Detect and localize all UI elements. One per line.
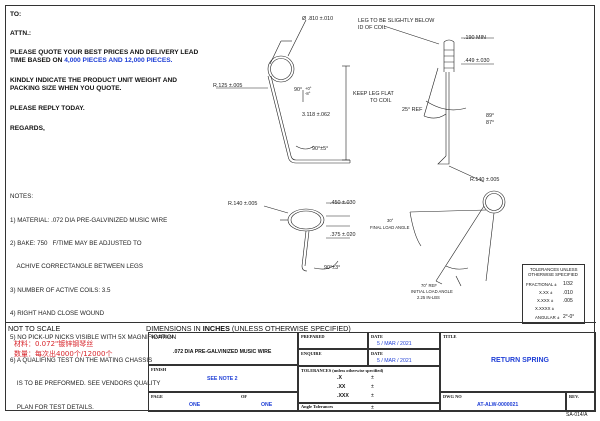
notes-list: 1) MATERIAL: .072 DIA PRE-GALVINIZED MUS… bbox=[10, 201, 176, 421]
bottom-leg bbox=[301, 230, 307, 267]
page-cell: PAGE OF ONE ONE bbox=[148, 392, 298, 412]
note-item: 6) A QUALIFING TEST ON THE MATING CHASSI… bbox=[10, 356, 153, 364]
note-item: 4) RIGHT HAND CLOSE WOUND bbox=[10, 310, 105, 318]
note-item: 5) NO PICK-UP NICKS VISIBLE WITH 5X MAGN… bbox=[10, 333, 177, 341]
drawing-number: AT-ALW-0000021 bbox=[477, 402, 519, 408]
dim-initial-load-2: 2.25 IN-LBS bbox=[417, 295, 440, 300]
material-cell: MATERIAL .072 DIA PRE-GALVINIZED MUSIC W… bbox=[148, 332, 298, 365]
to-label: TO: bbox=[10, 11, 22, 18]
coil-circle-inner bbox=[270, 58, 292, 80]
note-item: PLAN FOR TEST DETAILS. bbox=[10, 403, 94, 411]
long-leg-outer bbox=[267, 75, 289, 157]
coil-leg-upper bbox=[269, 40, 282, 65]
dim-angle-90: 90° bbox=[294, 87, 303, 93]
drawing-sheet: TO: ATTN.: PLEASE QUOTE YOUR BEST PRICES… bbox=[5, 5, 596, 412]
side-leg-short bbox=[423, 67, 439, 117]
dim-70-ref: 70° REF bbox=[421, 283, 437, 288]
dim-90-3: 90°±3° bbox=[324, 265, 341, 271]
note-item: 3) NUMBER OF ACTIVE COILS: 3.5 bbox=[10, 286, 111, 294]
dim-375: .375 ±.020 bbox=[330, 232, 356, 238]
dim-keep-leg-1: KEEP LEG FLAT bbox=[353, 91, 394, 97]
form-number: SA-014/A bbox=[566, 412, 588, 418]
dim-3118: 3.118 ±.062 bbox=[302, 112, 331, 118]
quote-line-1: PLEASE QUOTE YOUR BEST PRICES AND DELIVE… bbox=[10, 49, 199, 56]
dim-25-ref: 25° REF bbox=[402, 107, 423, 113]
dimensions-note: DIMENSIONS IN INCHES (UNLESS OTHERWISE S… bbox=[146, 324, 351, 333]
prepared-cell: PREPARED bbox=[298, 332, 368, 349]
page-total: ONE bbox=[261, 402, 273, 408]
dim-coil-diameter: Ø .810 ±.010 bbox=[302, 16, 334, 22]
regards-line: REGARDS, bbox=[10, 125, 45, 132]
dim-190-min: .190 MIN bbox=[464, 35, 486, 41]
cn-quantity-note: 数量：每次出4000个/12000个 bbox=[14, 350, 113, 358]
load-leg-final bbox=[409, 209, 487, 213]
leg-bend bbox=[287, 155, 350, 164]
enquire-date-cell: DATE 5 / MAR / 2021 bbox=[368, 349, 440, 366]
long-leg-inner bbox=[270, 75, 292, 157]
dim-leg-note-2: ID OF COIL bbox=[358, 25, 387, 31]
title-cell: TITLE RETURN SPRING bbox=[440, 332, 596, 392]
dim-r125: R.125 ±.005 bbox=[213, 83, 243, 89]
note-item: 2) BAKE: 750 F/TIME MAY BE ADJUSTED TO bbox=[10, 239, 142, 247]
tolerance-box: TOLERANCES UNLESS OTHERWISE SPECIFIED FR… bbox=[522, 264, 585, 324]
note-item: 1) MATERIAL: .072 DIA PRE-GALVINIZED MUS… bbox=[10, 216, 168, 224]
note-item: ACHIVE CORRECTANGLE BETWEEN LEGS bbox=[10, 263, 143, 271]
dim-keep-leg-2: TO COIL bbox=[370, 98, 392, 104]
rev-cell: REV. bbox=[566, 392, 596, 412]
dim-leg-note-1: LEG TO BE SLIGHTLY BELOW bbox=[358, 18, 435, 24]
load-coil-outer bbox=[482, 190, 506, 214]
dim-450: .450 ±.030 bbox=[330, 200, 356, 206]
coil-ellipse bbox=[287, 208, 325, 232]
dim-angle-90-tol: +0° -8° bbox=[305, 86, 312, 96]
quote-line-2: TIME BASED ON 4,000 PIECES AND 12,000 PI… bbox=[10, 57, 173, 64]
dim-89: 89° bbox=[486, 113, 495, 119]
page-number: ONE bbox=[189, 402, 201, 408]
prepared-date: 5 / MAR / 2021 bbox=[377, 341, 412, 347]
footer-divider bbox=[6, 322, 596, 323]
load-coil-inner bbox=[485, 193, 503, 211]
dim-r140-a: R.140 ±.005 bbox=[470, 177, 500, 183]
weight-line-1: KINDLY INDICATE THE PRODUCT UNIT WEIGHT … bbox=[10, 77, 178, 84]
tolerances-cell: TOLERANCES (unless otherwise specified) … bbox=[298, 366, 440, 403]
enquire-cell: ENQUIRE bbox=[298, 349, 368, 366]
cn-material-note: 材料：0.072"镀锌钢琴丝 bbox=[14, 340, 94, 348]
reply-line: PLEASE REPLY TODAY. bbox=[10, 105, 85, 112]
dim-90-5: 90°±5° bbox=[312, 146, 329, 152]
drawing-title: RETURN SPRING bbox=[491, 357, 549, 364]
notes-title: NOTES: bbox=[10, 193, 34, 200]
quantity-highlight: 4,000 PIECES AND 12,000 PIECES. bbox=[64, 57, 173, 64]
weight-line-2: PACKING SIZE WHEN YOU QUOTE. bbox=[10, 85, 122, 92]
enquire-date: 5 / MAR / 2021 bbox=[377, 358, 412, 364]
dim-30: 30° bbox=[387, 218, 394, 223]
spring-drawing bbox=[216, 19, 506, 287]
load-leg-initial bbox=[435, 205, 485, 282]
note-item: IS TO BE PREFORMED. SEE VENDORS QUALITY bbox=[10, 380, 161, 388]
dwg-no-cell: DWG NO AT-ALW-0000021 bbox=[440, 392, 566, 412]
angle-tolerance-cell: Angle Tolerances ± bbox=[298, 403, 440, 412]
coil-circle-outer bbox=[267, 55, 295, 83]
prepared-date-cell: DATE 5 / MAR / 2021 bbox=[368, 332, 440, 349]
dim-r140-b: R.140 ±.005 bbox=[228, 201, 258, 207]
finish-cell: FINISH SEE NOTE 2 bbox=[148, 365, 298, 392]
attn-label: ATTN.: bbox=[10, 30, 32, 37]
dim-449: .449 ±.030 bbox=[464, 58, 490, 64]
dim-87: 87° bbox=[486, 120, 495, 126]
dim-initial-load-1: INITIAL LOAD ANGLE bbox=[411, 289, 453, 294]
not-to-scale: NOT TO SCALE bbox=[8, 324, 61, 333]
dim-final-load-angle: FINAL LOAD ANGLE bbox=[370, 225, 410, 230]
